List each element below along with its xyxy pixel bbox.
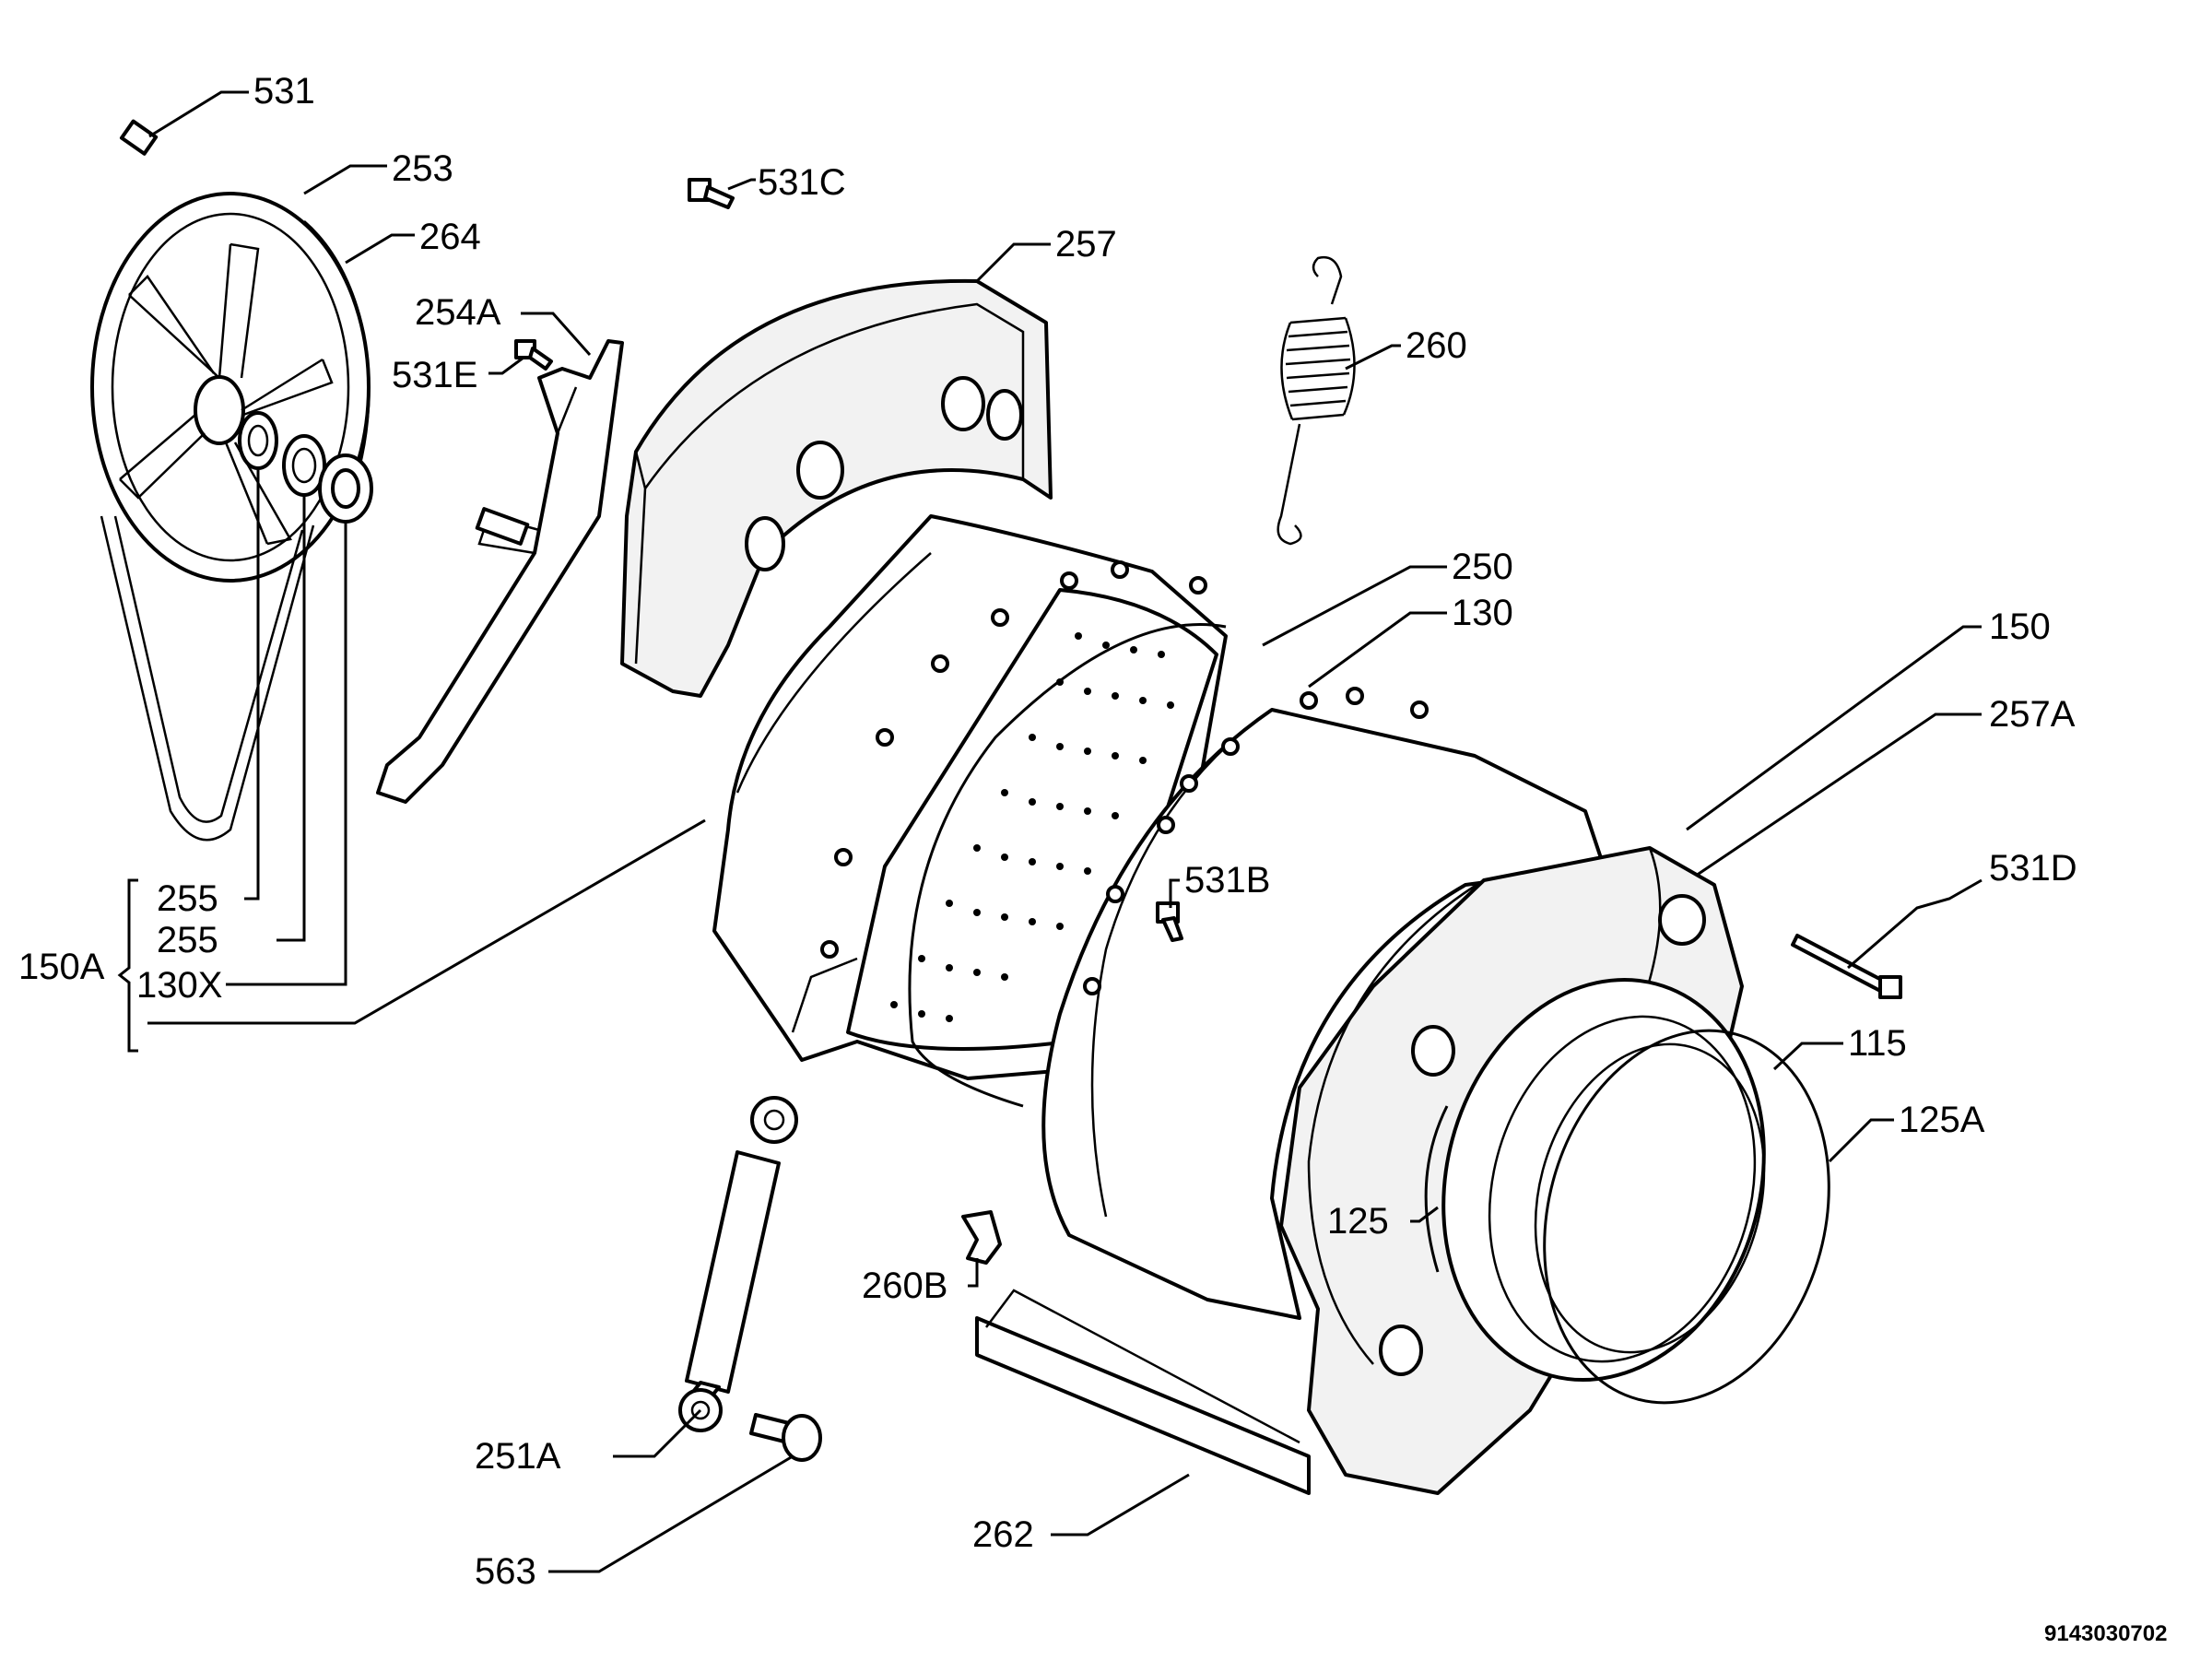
counterweight-part-257 bbox=[620, 278, 1053, 698]
screw-part-531E bbox=[514, 339, 553, 371]
seal-part-255 bbox=[238, 411, 278, 470]
label-253: 253 bbox=[392, 148, 453, 189]
label-262: 262 bbox=[972, 1514, 1034, 1555]
label-264: 264 bbox=[419, 217, 481, 257]
bearing-part-130X bbox=[318, 453, 373, 524]
label-130: 130 bbox=[1452, 593, 1513, 633]
label-255-bearing: 255 bbox=[157, 920, 218, 960]
gasket-part-250 bbox=[908, 623, 1227, 1108]
label-531: 531 bbox=[253, 71, 315, 112]
door-seal-part-115 bbox=[1441, 977, 1766, 1383]
label-125A: 125A bbox=[1899, 1100, 1985, 1140]
label-250: 250 bbox=[1452, 547, 1513, 587]
shock-absorber-part-251A bbox=[678, 1096, 798, 1432]
label-531E: 531E bbox=[392, 355, 477, 395]
screw-part-531C bbox=[688, 178, 735, 209]
spring-part-260 bbox=[1277, 255, 1356, 546]
label-150: 150 bbox=[1989, 606, 2051, 647]
bolt-part-563 bbox=[749, 1413, 822, 1462]
label-251A: 251A bbox=[475, 1436, 561, 1477]
front-tub-part bbox=[1041, 687, 1606, 1320]
clamp-ring-part-125 bbox=[1424, 1105, 1449, 1273]
label-563: 563 bbox=[475, 1551, 536, 1592]
label-254A: 254A bbox=[415, 292, 501, 333]
label-125: 125 bbox=[1327, 1201, 1389, 1242]
drawing-code: 9143030702 bbox=[2044, 1621, 2167, 1646]
label-260: 260 bbox=[1406, 325, 1467, 366]
label-257: 257 bbox=[1055, 224, 1117, 265]
screw-part-531D bbox=[1791, 934, 1902, 999]
label-257A: 257A bbox=[1989, 694, 2076, 735]
label-130X: 130X bbox=[136, 965, 222, 1006]
plate-part-262 bbox=[975, 1289, 1311, 1495]
label-150A: 150A bbox=[18, 947, 105, 987]
clamp-ring-part-125A bbox=[1543, 1029, 1830, 1405]
label-531B: 531B bbox=[1184, 860, 1270, 901]
bearing-part-255 bbox=[282, 434, 326, 497]
screw-part-531B bbox=[1156, 901, 1183, 942]
label-260B: 260B bbox=[862, 1266, 947, 1306]
drive-belt-part-264 bbox=[100, 515, 315, 842]
clip-part-260B bbox=[961, 1210, 1002, 1265]
label-255-seal: 255 bbox=[157, 878, 218, 919]
label-531D: 531D bbox=[1989, 848, 2077, 889]
screw-part-531 bbox=[119, 119, 159, 156]
bracket-part-254A bbox=[376, 339, 624, 804]
leader-lines bbox=[117, 90, 1983, 1573]
pulley-part-253 bbox=[90, 192, 371, 583]
label-531C: 531C bbox=[758, 162, 846, 203]
part-labels: 531 253 264 531C 257 254A 531E 260 250 1… bbox=[18, 71, 2167, 1646]
drum-perforations bbox=[890, 632, 1174, 1022]
label-115: 115 bbox=[1848, 1023, 1907, 1064]
